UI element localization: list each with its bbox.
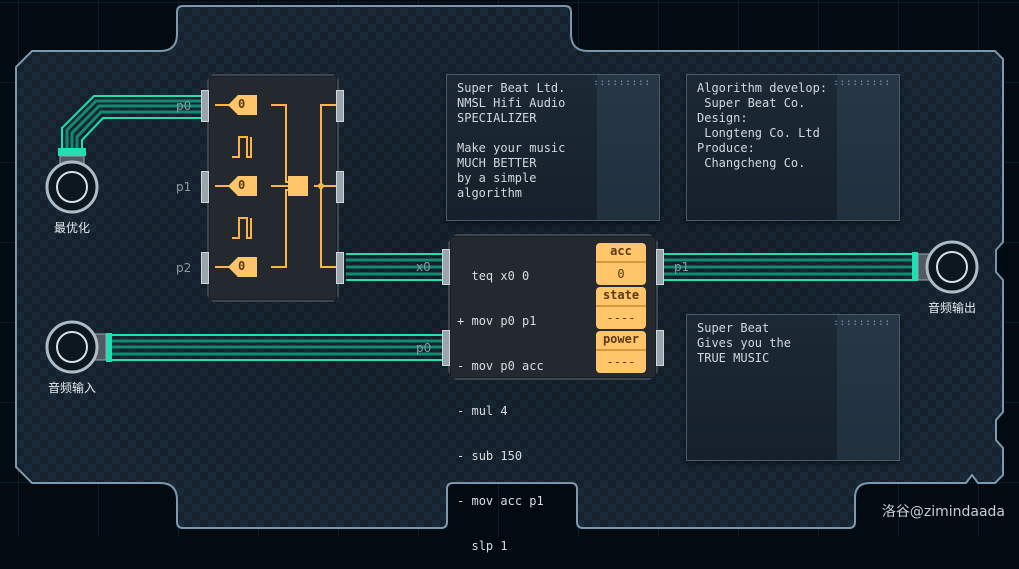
register-state: state ---- (596, 287, 646, 329)
mux-port-right-1[interactable] (336, 171, 344, 203)
wire-audio-out (662, 252, 918, 281)
register-acc-name: acc (596, 243, 646, 263)
register-power: power ---- (596, 331, 646, 373)
note-text: Super Beat Gives you the TRUE MUSIC (697, 321, 791, 365)
code-line-marker: - (457, 404, 465, 418)
code-line-marker: + (457, 314, 465, 328)
jack-label-audio-out: 音频输出 (928, 301, 977, 315)
note-side-strip (837, 315, 899, 460)
jack-label-optimize: 最优化 (54, 221, 91, 235)
code-line[interactable]: - mov acc p1 (457, 494, 544, 509)
mux-port-p2-left[interactable] (201, 252, 209, 284)
mux-port-label-p1: p1 (176, 180, 192, 194)
mcu-port-x0[interactable] (442, 249, 450, 285)
jack-audio-out (917, 240, 979, 294)
mcu-code-editor[interactable]: teq x0 0 + mov p0 p1 - mov p0 acc - mul … (457, 239, 544, 569)
note-side-strip (597, 75, 659, 220)
register-acc-value: 0 (617, 267, 625, 281)
jack-label-audio-in: 音频输入 (48, 381, 97, 395)
code-line-text: mov acc p1 (471, 494, 544, 508)
note-side-strip (837, 75, 899, 220)
mux-port-label-p2: p2 (176, 261, 192, 275)
mcu-port-p1[interactable] (656, 249, 664, 285)
mcu-port-p0[interactable] (442, 330, 450, 366)
note-panel-2[interactable]: ::::::::: Algorithm develop: Super Beat … (686, 74, 900, 221)
register-state-value: ---- (606, 311, 636, 325)
code-line-marker (457, 539, 464, 553)
register-power-name: power (596, 331, 646, 351)
drag-handle-icon[interactable]: ::::::::: (833, 78, 891, 88)
jack-audio-in (45, 320, 107, 374)
mux-port-right-2[interactable] (336, 252, 344, 284)
mux-circuit (215, 95, 339, 277)
mux-port-label-p0: p0 (176, 99, 192, 113)
code-line[interactable]: - mul 4 (457, 404, 544, 419)
code-line-text: slp 1 (471, 539, 508, 553)
mcu-port-label-p0: p0 (416, 341, 432, 355)
drag-handle-icon[interactable]: ::::::::: (833, 318, 891, 328)
code-line[interactable]: teq x0 0 (457, 269, 544, 284)
mux-input-2[interactable]: 0 (238, 259, 246, 273)
code-line-text: teq x0 0 (471, 269, 530, 283)
wire-x0 (346, 253, 446, 281)
code-line[interactable]: - sub 150 (457, 449, 544, 464)
mux-input-0[interactable]: 0 (238, 97, 246, 111)
wire-audio-in (106, 333, 446, 362)
pulse-wave-icon (232, 136, 252, 239)
code-line-text: sub 150 (471, 449, 523, 463)
register-acc: acc 0 (596, 243, 646, 285)
mux-port-right-0[interactable] (336, 90, 344, 122)
mcu-port-label-x0: x0 (416, 260, 431, 274)
code-line-text: mov p0 acc (471, 359, 544, 373)
code-line[interactable]: slp 1 (457, 539, 544, 554)
register-power-value: ---- (606, 355, 636, 369)
watermark: 洛谷@zimindaada (881, 504, 1005, 520)
note-panel-3[interactable]: ::::::::: Super Beat Gives you the TRUE … (686, 314, 900, 461)
code-line[interactable]: + mov p0 p1 (457, 314, 544, 329)
note-text: Algorithm develop: Super Beat Co. Design… (697, 81, 828, 170)
note-panel-1[interactable]: ::::::::: Super Beat Ltd. NMSL Hifi Audi… (446, 74, 660, 221)
mux-port-p0-left[interactable] (201, 90, 209, 122)
code-line-marker: - (457, 449, 465, 463)
mcu-port-label-p1: p1 (674, 260, 690, 274)
mux-port-p1-left[interactable] (201, 171, 209, 203)
drag-handle-icon[interactable]: ::::::::: (593, 78, 651, 88)
code-line-text: mov p0 p1 (471, 314, 537, 328)
code-line-marker: - (457, 359, 465, 373)
register-state-name: state (596, 287, 646, 307)
code-line-marker (457, 269, 464, 283)
note-text: Super Beat Ltd. NMSL Hifi Audio SPECIALI… (457, 81, 566, 200)
code-line-marker: - (457, 494, 465, 508)
code-line-text: mul 4 (471, 404, 508, 418)
wire-optimize-to-p0 (58, 95, 205, 156)
mux-input-1[interactable]: 0 (238, 178, 246, 192)
code-line[interactable]: - mov p0 acc (457, 359, 544, 374)
jack-optimize (45, 155, 99, 214)
mcu-port-right-lower[interactable] (656, 330, 664, 366)
